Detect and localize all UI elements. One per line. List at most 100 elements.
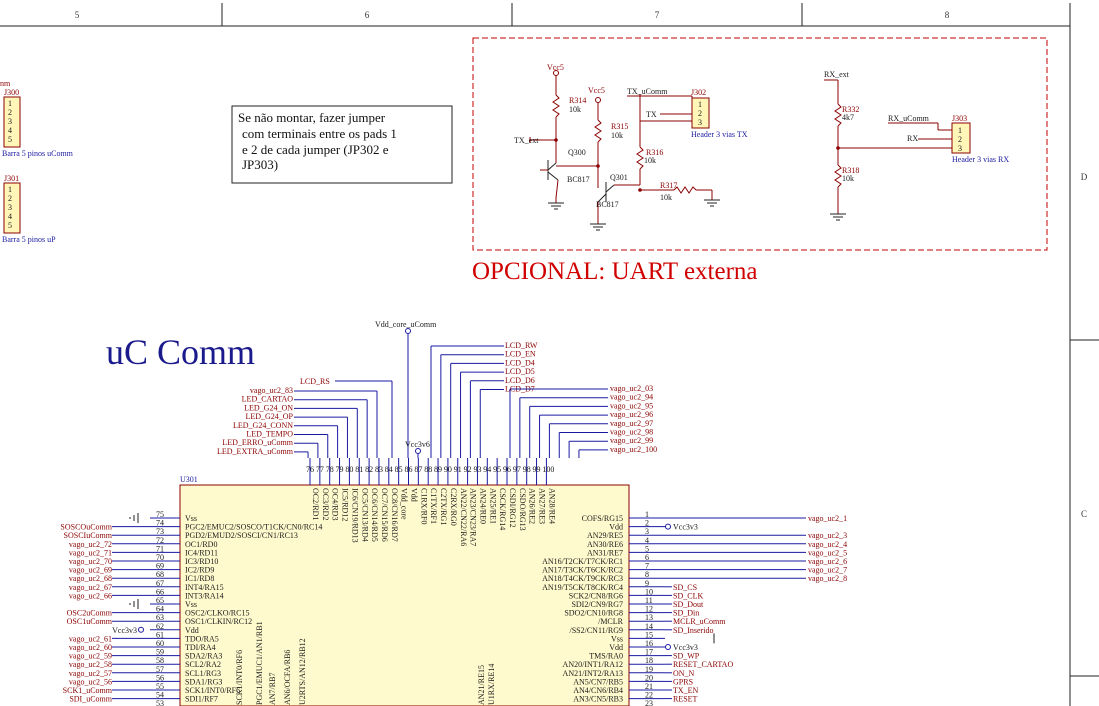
net-label: vago_uc2_71 xyxy=(69,548,112,557)
mcu-top-pin-name: OC8/CN16/RD7 xyxy=(390,488,399,542)
net-label: vago_uc2_58 xyxy=(69,660,112,669)
net-label: LCD_D4 xyxy=(505,358,535,367)
mcu-right-pin-number: 12 xyxy=(645,605,653,614)
mcu-top-pin-name: AN28/RE4 xyxy=(547,488,556,524)
j300-pin: 1 xyxy=(8,99,12,108)
ruler-row-D: D xyxy=(1081,172,1088,182)
mcu-left-pin-number: 70 xyxy=(156,553,164,562)
mcu-top-pin-number: 85 xyxy=(395,465,403,474)
net-label: LCD_EN xyxy=(505,350,536,359)
j302-pin: 1 xyxy=(698,100,702,109)
mcu-top-pin-number: 89 xyxy=(434,465,442,474)
j301-pin: 4 xyxy=(8,212,12,221)
mcu-body xyxy=(179,484,630,706)
mcu-top-pin-name: C1TX/RF1 xyxy=(429,488,438,524)
net-label: LCD_RW xyxy=(505,341,538,350)
mcu-left-pin-number: 62 xyxy=(156,622,164,631)
net-label: LED_CARTAO xyxy=(242,395,294,404)
mcu-top-pin-name: C1RX/RF0 xyxy=(419,488,428,524)
mcu-top-pin-number: 97 xyxy=(513,465,521,474)
j300-pin: 5 xyxy=(8,135,12,144)
mcu-top-pin-name: IC5/RD12 xyxy=(341,488,350,521)
net-label: vago_uc2_5 xyxy=(808,548,847,557)
note-line: JP303) xyxy=(242,157,278,172)
mcu-top-pin-name: AN24/RE0 xyxy=(478,488,487,524)
mcu-left-pin-number: 71 xyxy=(156,544,164,553)
net-label: ON_N xyxy=(673,669,695,678)
uart-block: OPCIONAL: UART externa Vcc5 R314 10k TX_… xyxy=(472,37,1048,285)
mcu-left-pin-number: 67 xyxy=(156,579,164,588)
mcu-ref: U301 xyxy=(180,475,198,484)
jumper-note: Se não montar, fazer jumper com terminai… xyxy=(231,105,453,184)
r332-value: 4k7 xyxy=(842,113,854,122)
mcu-left-pin-number: 75 xyxy=(156,510,164,519)
mcu-pins: 76OC2/RD177OC3/RD278OC4/RD379IC5/RD1280I… xyxy=(60,341,847,706)
mcu-top-pin-name: Vdd_core xyxy=(400,488,409,520)
mcu-top-pin-number: 100 xyxy=(542,465,554,474)
net-label: GPRS xyxy=(673,677,693,686)
mcu-right-pin-number: 22 xyxy=(645,691,653,700)
mcu-top-pin-number: 88 xyxy=(424,465,432,474)
net-label: vago_uc2_70 xyxy=(69,557,112,566)
mcu-left-pin-number: 66 xyxy=(156,587,164,596)
mcu-top-pin-number: 87 xyxy=(414,465,422,474)
mcu-left-pin-name: PGC2/EMUC2/SOSCO/T1CK/CN0/RC14 xyxy=(185,523,322,532)
mcu-left-pin-name: Vss xyxy=(185,600,197,609)
note-line: Se não montar, fazer jumper xyxy=(238,110,386,125)
r314-ref: R314 xyxy=(569,96,586,105)
mcu-right-pin-name: AN18/T4CK/T9CK/RC3 xyxy=(542,574,623,583)
mcu-left-pin-number: 69 xyxy=(156,562,164,571)
net-label: SOSCIuComm xyxy=(64,531,113,540)
mcu-right-pin-number: 13 xyxy=(645,613,653,622)
mcu-left-pin-number: 74 xyxy=(156,519,164,528)
net-label: SDI_uComm xyxy=(69,695,112,704)
mcu-top-pin-name: AN23/CN23/RA7 xyxy=(469,488,478,546)
vcc5-label: Vcc5 xyxy=(547,63,564,72)
j303-pin: 3 xyxy=(958,144,962,153)
net-label: LED_TEMPO xyxy=(246,430,293,439)
mcu-right-pin-name: AN4/CN6/RB4 xyxy=(573,686,623,695)
mcu-left-pin-number: 72 xyxy=(156,536,164,545)
mcu-left-pin-name: OC1/RD0 xyxy=(185,540,217,549)
mcu-top-pin-number: 77 xyxy=(316,465,324,474)
net-label: TX_EN xyxy=(673,686,699,695)
mcu-top-pin-name: OC5/CN13/RD4 xyxy=(360,488,369,542)
mcu-right-pin-name: SCK2/CN8/RG6 xyxy=(569,591,623,600)
mcu-right-pin-number: 7 xyxy=(645,562,649,571)
j300-cut-text: nm xyxy=(0,79,11,88)
mcu-right-pin-name: AN3/CN5/RB3 xyxy=(573,695,623,704)
r318-value: 10k xyxy=(842,174,854,183)
mcu-left-pin-name: SCL2/RA2 xyxy=(185,660,221,669)
net-label: SD_CLK xyxy=(673,591,703,600)
net-label: vago_uc2_7 xyxy=(808,566,847,575)
net-label: LED_EXTRA_uComm xyxy=(217,447,294,456)
q300-type: BC817 xyxy=(567,175,590,184)
r318-ref: R318 xyxy=(842,166,859,175)
net-label: LED_G24_OP xyxy=(245,412,293,421)
mcu-right-pin-number: 10 xyxy=(645,587,653,596)
mcu-bottom-pin-name: PGC1/EMUC1/AN1/RB1 xyxy=(255,621,264,705)
mcu-right-pin-number: 16 xyxy=(645,639,653,648)
net-label: LCD_D6 xyxy=(505,376,535,385)
mcu-right-pin-number: 17 xyxy=(645,648,653,657)
mcu-left-pin-name: IC3/RD10 xyxy=(185,557,218,566)
mcu-top-pin-number: 82 xyxy=(365,465,373,474)
mcu-right-pin-name: AN21/INT2/RA13 xyxy=(563,669,623,678)
tx-label: TX xyxy=(646,110,657,119)
mcu-top-pin-number: 83 xyxy=(375,465,383,474)
mcu-top-pin-name: AN26/RE2 xyxy=(528,488,537,524)
lcd-rs-label: LCD_RS xyxy=(300,377,330,386)
net-label: vago_uc2_59 xyxy=(69,652,112,661)
mcu-top-pin-number: 95 xyxy=(493,465,501,474)
mcu-left-pin-name: OSC1/CLKIN/RC12 xyxy=(185,617,252,626)
mcu-right-pin-name: Vdd xyxy=(609,523,623,532)
net-label: SCK1_uComm xyxy=(63,686,113,695)
net-label: vago_uc2_83 xyxy=(250,386,293,395)
mcu-top-pin-number: 94 xyxy=(483,465,491,474)
mcu-right-pin-name: Vdd xyxy=(609,643,623,652)
mcu-right-pin-name: AN29/RE5 xyxy=(587,531,623,540)
j302-label: Header 3 vias TX xyxy=(691,130,748,139)
mcu-left-pin-name: PGD2/EMUD2/SOSCI/CN1/RC13 xyxy=(185,531,298,540)
mcu-right-pin-name: /SS2/CN11/RG9 xyxy=(570,626,624,635)
mcu-right-pin-number: 1 xyxy=(645,510,649,519)
